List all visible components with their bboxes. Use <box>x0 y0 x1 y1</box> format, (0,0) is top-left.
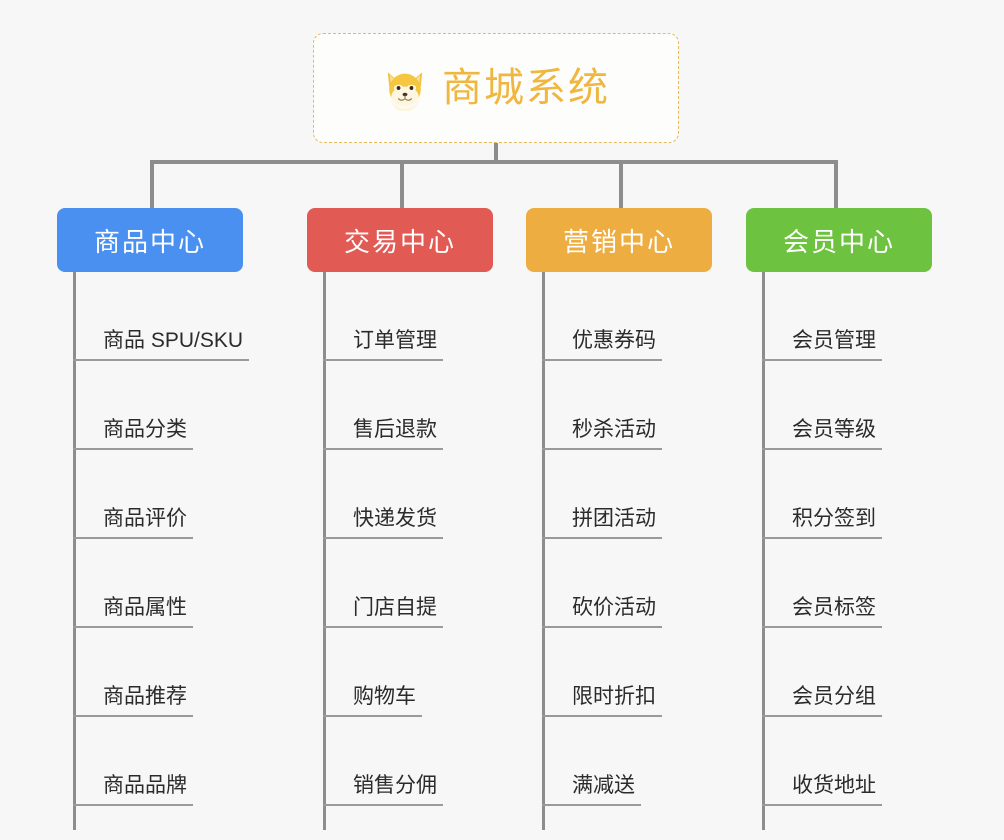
leaf-label: 拼团活动 <box>542 508 662 539</box>
leaf-label: 订单管理 <box>323 330 443 361</box>
leaf-item[interactable]: 会员管理 <box>762 272 882 361</box>
leaf-column-member: 会员管理 会员等级 积分签到 会员标签 会员分组 收货地址 <box>762 272 882 830</box>
leaf-spine-member <box>762 272 765 830</box>
leaf-label: 优惠券码 <box>542 330 662 361</box>
leaf-item[interactable]: 商品评价 <box>73 450 249 539</box>
category-label-product: 商品中心 <box>93 226 206 257</box>
leaf-label: 商品推荐 <box>73 686 193 717</box>
category-box-member[interactable]: 会员中心 <box>746 208 932 272</box>
leaf-column-marketing: 优惠券码 秒杀活动 拼团活动 砍价活动 限时折扣 满减送 <box>542 272 662 830</box>
leaf-item[interactable]: 售后退款 <box>323 361 443 450</box>
category-label-transaction: 交易中心 <box>343 226 456 257</box>
leaf-item[interactable]: 商品 SPU/SKU <box>73 272 250 361</box>
category-label-marketing: 营销中心 <box>562 226 675 257</box>
leaf-column-transaction: 订单管理 售后退款 快递发货 门店自提 购物车 销售分佣 <box>323 272 443 830</box>
category-box-marketing[interactable]: 营销中心 <box>526 208 712 272</box>
category-box-transaction[interactable]: 交易中心 <box>307 208 493 272</box>
connector-drop-2 <box>400 160 404 208</box>
connector-stem <box>494 143 498 163</box>
root-title: 商城系统 <box>442 66 610 110</box>
leaf-label: 商品分类 <box>73 419 193 450</box>
leaf-spine-transaction <box>323 272 326 830</box>
category-label-member: 会员中心 <box>782 226 895 257</box>
leaf-label: 商品品牌 <box>73 775 193 806</box>
root-node[interactable]: 商城系统 <box>313 33 679 143</box>
leaf-label: 商品 SPU/SKU <box>73 330 250 361</box>
leaf-item[interactable]: 门店自提 <box>323 539 443 628</box>
leaf-label: 商品评价 <box>73 508 193 539</box>
shiba-inu-icon <box>382 65 428 113</box>
leaf-item[interactable]: 订单管理 <box>323 272 443 361</box>
leaf-label: 销售分佣 <box>323 775 443 806</box>
leaf-item[interactable]: 限时折扣 <box>542 628 662 717</box>
leaf-spine-marketing <box>542 272 545 830</box>
connector-drop-3 <box>619 160 623 208</box>
leaf-column-product: 商品 SPU/SKU 商品分类 商品评价 商品属性 商品推荐 商品品牌 <box>73 272 250 830</box>
leaf-label: 砍价活动 <box>542 597 662 628</box>
leaf-label: 会员标签 <box>762 597 882 628</box>
leaf-spine-product <box>73 272 76 830</box>
leaf-label: 积分签到 <box>762 508 882 539</box>
leaf-label: 限时折扣 <box>542 686 662 717</box>
leaf-item[interactable]: 会员分组 <box>762 628 882 717</box>
leaf-label: 快递发货 <box>323 508 443 539</box>
leaf-label: 满减送 <box>542 775 641 806</box>
leaf-item[interactable]: 快递发货 <box>323 450 443 539</box>
leaf-label: 秒杀活动 <box>542 419 662 450</box>
leaf-label: 会员等级 <box>762 419 882 450</box>
leaf-label: 门店自提 <box>323 597 443 628</box>
leaf-label: 商品属性 <box>73 597 193 628</box>
leaf-item[interactable]: 砍价活动 <box>542 539 662 628</box>
leaf-item[interactable]: 满减送 <box>542 717 662 806</box>
leaf-item[interactable]: 拼团活动 <box>542 450 662 539</box>
category-box-product[interactable]: 商品中心 <box>57 208 243 272</box>
leaf-item[interactable]: 商品分类 <box>73 361 249 450</box>
leaf-item[interactable]: 会员标签 <box>762 539 882 628</box>
leaf-item[interactable]: 会员等级 <box>762 361 882 450</box>
leaf-item[interactable]: 收货地址 <box>762 717 882 806</box>
leaf-item[interactable]: 积分签到 <box>762 450 882 539</box>
leaf-item[interactable]: 优惠券码 <box>542 272 662 361</box>
connector-bus <box>150 160 838 164</box>
leaf-item[interactable]: 购物车 <box>323 628 443 717</box>
leaf-item[interactable]: 秒杀活动 <box>542 361 662 450</box>
connector-drop-4 <box>834 160 838 208</box>
leaf-label: 会员管理 <box>762 330 882 361</box>
connector-drop-1 <box>150 160 154 208</box>
leaf-label: 售后退款 <box>323 419 443 450</box>
leaf-item[interactable]: 商品推荐 <box>73 628 249 717</box>
leaf-item[interactable]: 销售分佣 <box>323 717 443 806</box>
leaf-label: 会员分组 <box>762 686 882 717</box>
leaf-item[interactable]: 商品品牌 <box>73 717 249 806</box>
leaf-item[interactable]: 商品属性 <box>73 539 249 628</box>
leaf-label: 收货地址 <box>762 775 882 806</box>
leaf-label: 购物车 <box>323 686 422 717</box>
